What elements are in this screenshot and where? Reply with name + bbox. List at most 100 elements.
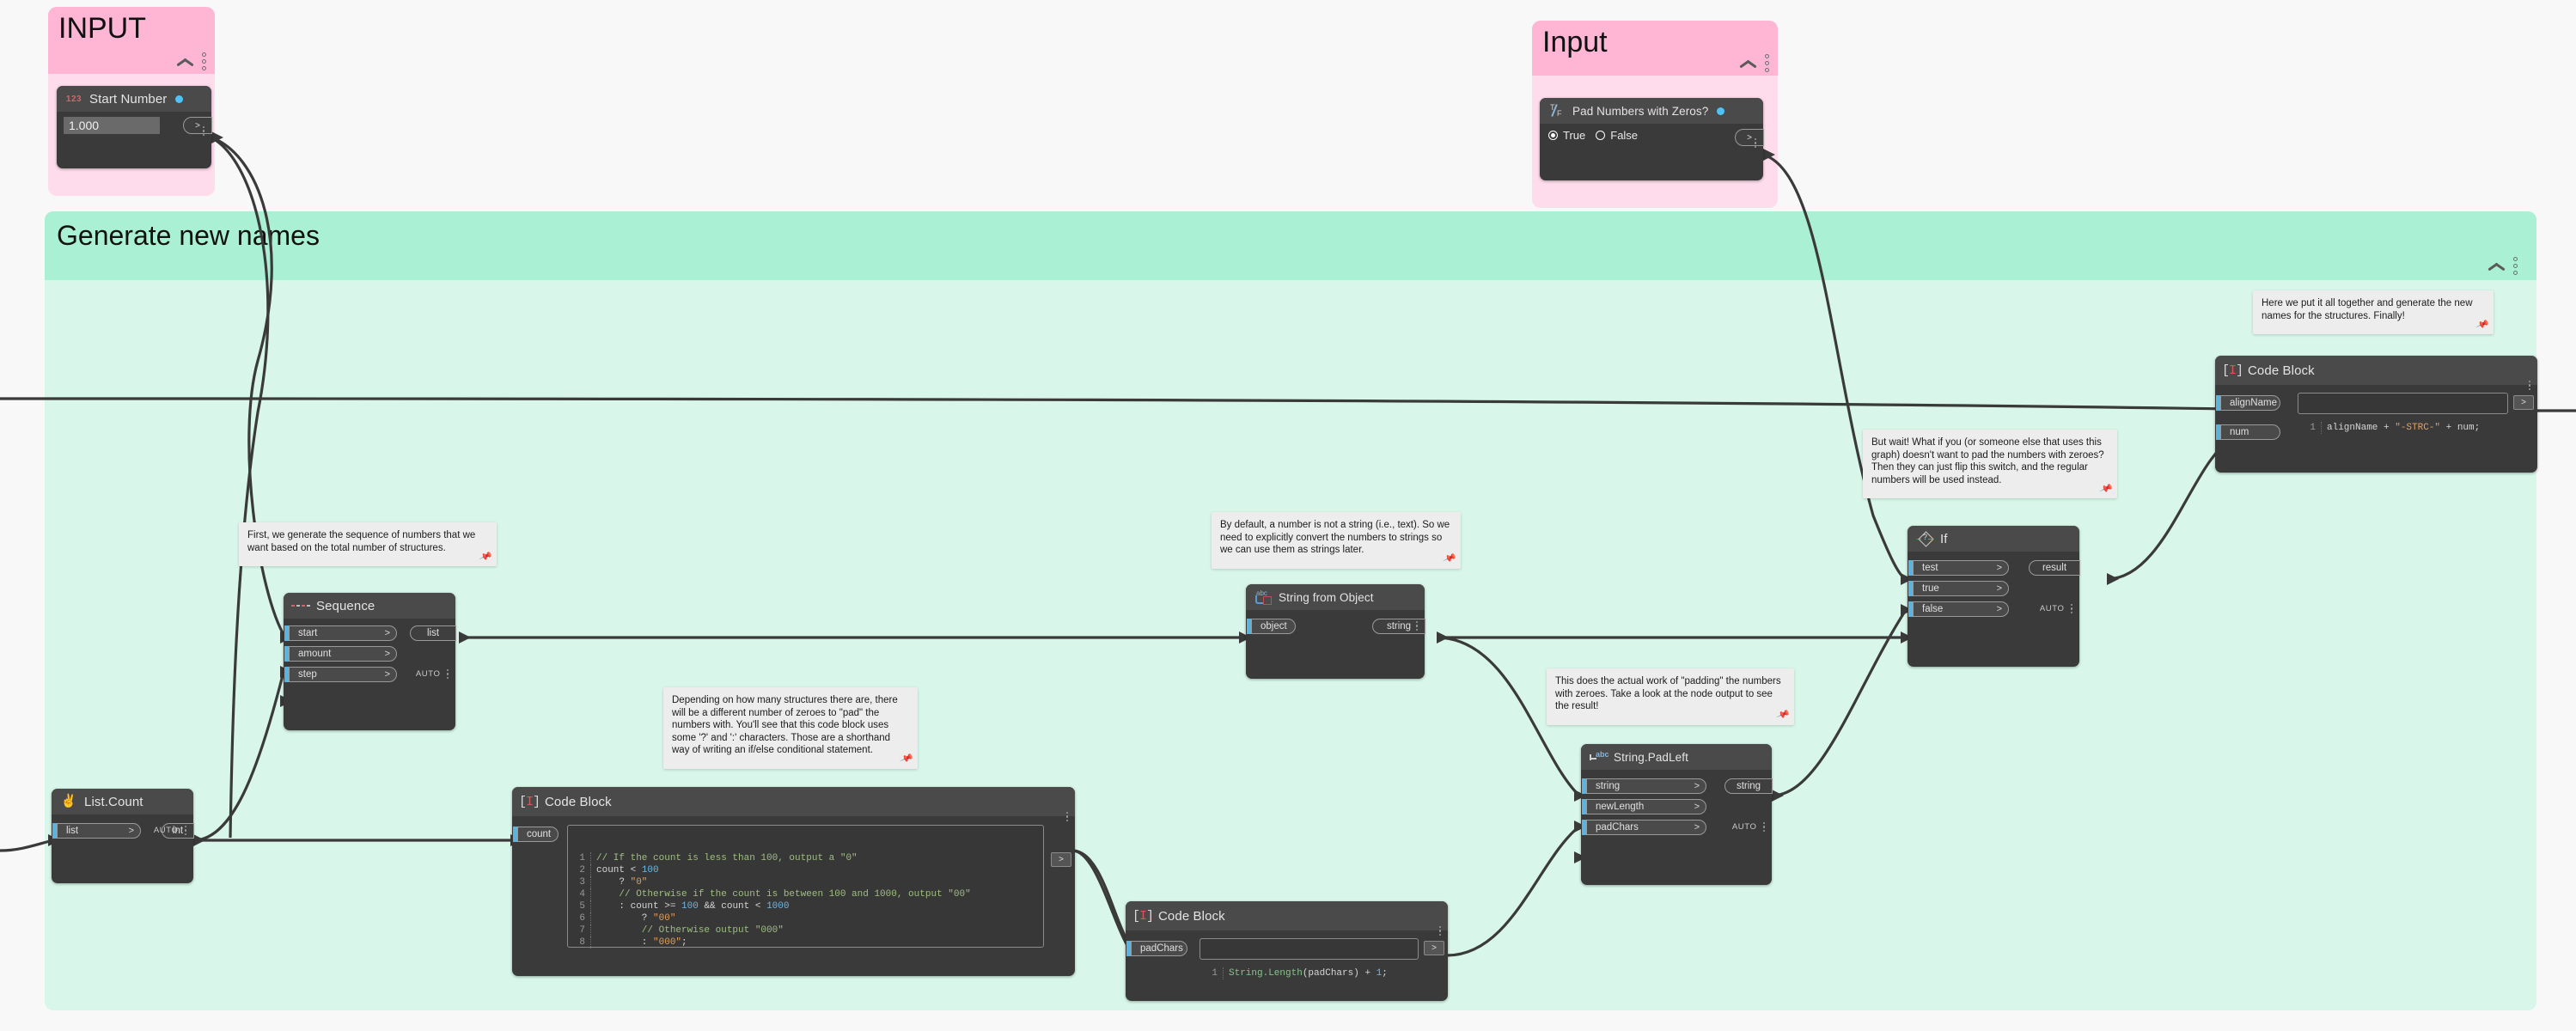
group-title-bar[interactable]: INPUT xyxy=(48,7,215,74)
node-header[interactable]: [I] Code Block xyxy=(512,787,1075,816)
note-final[interactable]: Here we put it all together and generate… xyxy=(2253,290,2494,334)
note-padleft[interactable]: This does the actual work of "padding" t… xyxy=(1547,668,1794,725)
node-menu-icon[interactable] xyxy=(1415,620,1418,631)
output-port-value[interactable]: > xyxy=(1735,129,1764,146)
input-port-start[interactable]: start> xyxy=(284,625,397,641)
node-menu-icon[interactable] xyxy=(446,668,449,679)
pin-icon[interactable]: 📌 xyxy=(899,752,914,766)
node-menu-icon[interactable] xyxy=(1762,821,1765,832)
note-text: But wait! What if you (or someone else t… xyxy=(1871,437,2104,485)
pin-icon[interactable]: 📌 xyxy=(1775,708,1791,722)
code-line-text: : count >= 100 && count < 1000 xyxy=(596,901,790,912)
node-header[interactable]: abc String from Object xyxy=(1246,584,1425,610)
input-port-padchars[interactable]: padChars> xyxy=(1582,820,1706,835)
input-port-padchars[interactable]: padChars xyxy=(1126,941,1187,956)
note-text: This does the actual work of "padding" t… xyxy=(1555,676,1781,711)
node-menu-icon[interactable] xyxy=(2528,380,2530,390)
pin-icon[interactable]: 📌 xyxy=(1442,552,1457,565)
input-port-amount[interactable]: amount> xyxy=(284,646,397,662)
note-sequence[interactable]: First, we generate the sequence of numbe… xyxy=(239,522,497,566)
input-port-count[interactable]: count xyxy=(513,827,559,842)
input-port-num[interactable]: num xyxy=(2216,424,2280,440)
code-line-text: ? "0" xyxy=(596,877,648,888)
output-port-result[interactable]: > xyxy=(1051,852,1071,867)
port-row: true> xyxy=(1908,581,2079,596)
node-header[interactable]: Sequence xyxy=(284,593,455,619)
input-port-object[interactable]: object xyxy=(1247,619,1296,634)
group-title-bar[interactable]: Generate new names xyxy=(45,211,2536,280)
node-string-padleft[interactable]: abc String.PadLeft string> newLength> pa… xyxy=(1581,744,1773,885)
node-string-from-object[interactable]: abc String from Object object string xyxy=(1246,584,1425,679)
input-port-string[interactable]: string> xyxy=(1582,778,1706,794)
pin-icon[interactable]: 📌 xyxy=(478,549,493,564)
output-port-string[interactable]: string xyxy=(1724,778,1773,794)
lacing-label[interactable]: AUTO xyxy=(153,825,179,835)
node-menu-icon[interactable] xyxy=(184,825,186,835)
group-menu-icon[interactable] xyxy=(202,52,206,70)
pin-icon[interactable]: 📌 xyxy=(2098,481,2114,496)
input-port-test[interactable]: test> xyxy=(1908,560,2009,576)
node-header[interactable]: 123 Start Number xyxy=(57,86,211,112)
note-if[interactable]: But wait! What if you (or someone else t… xyxy=(1863,430,2117,498)
chevron-up-icon[interactable] xyxy=(1739,58,1758,69)
input-port-newlength[interactable]: newLength> xyxy=(1582,799,1706,814)
node-header[interactable]: ? If xyxy=(1908,526,2079,552)
node-menu-icon[interactable] xyxy=(1754,137,1756,148)
input-port-alignname[interactable]: alignName xyxy=(2216,395,2280,411)
radio-true[interactable] xyxy=(1548,131,1558,140)
output-port-list[interactable]: list xyxy=(410,625,456,641)
group-menu-icon[interactable] xyxy=(1765,54,1769,72)
group-title-bar[interactable]: Input xyxy=(1532,21,1778,76)
lacing-label[interactable]: AUTO xyxy=(415,668,441,679)
input-port-step[interactable]: step> xyxy=(284,667,397,682)
node-menu-icon[interactable] xyxy=(1438,925,1441,936)
node-header[interactable]: ✌ List.Count xyxy=(52,789,193,814)
boolean-radio-group[interactable]: True False xyxy=(1548,129,1763,142)
node-sequence[interactable]: Sequence start> amount> step> list AUTO xyxy=(284,593,456,730)
pin-icon[interactable]: 📌 xyxy=(2475,317,2490,332)
note-codeblock-zeros[interactable]: Depending on how many structures there a… xyxy=(663,687,918,769)
lacing-label[interactable]: AUTO xyxy=(1731,821,1757,832)
node-menu-icon[interactable] xyxy=(1065,811,1068,821)
output-port-result[interactable]: > xyxy=(1424,941,1444,955)
input-port-false[interactable]: false> xyxy=(1908,601,2009,617)
code-editor-zeros[interactable]: 1// If the count is less than 100, outpu… xyxy=(567,825,1044,949)
node-header[interactable]: abc String.PadLeft xyxy=(1581,744,1772,770)
node-header[interactable]: [I] Code Block xyxy=(2215,356,2537,385)
node-menu-icon[interactable] xyxy=(202,125,204,136)
code-line-text: ? "00" xyxy=(596,913,676,924)
node-start-number[interactable]: 123 Start Number 1.000 > xyxy=(57,86,212,168)
input-port-true[interactable]: true> xyxy=(1908,581,2009,596)
node-title: Code Block xyxy=(545,794,612,809)
code-line-number: 1 xyxy=(568,852,591,864)
radio-false[interactable] xyxy=(1596,131,1606,140)
lacing-label[interactable]: AUTO xyxy=(2039,603,2065,613)
node-menu-icon[interactable] xyxy=(2070,603,2072,613)
node-code-block-zeros[interactable]: [I] Code Block count 1// If the count is… xyxy=(512,787,1075,976)
node-header[interactable]: [I] Code Block xyxy=(1126,901,1448,930)
output-port-result[interactable]: > xyxy=(2513,395,2534,410)
node-title: Code Block xyxy=(2248,363,2315,378)
start-number-input[interactable]: 1.000 xyxy=(64,117,160,134)
output-port-string[interactable]: string xyxy=(1372,619,1425,634)
output-port-value[interactable]: > xyxy=(183,117,212,134)
node-if[interactable]: ? If test> true> false> result AUTO xyxy=(1908,526,2080,667)
node-list-count[interactable]: ✌ List.Count list> int AUTO xyxy=(52,789,194,883)
group-menu-icon[interactable] xyxy=(2513,257,2518,275)
chevron-up-icon[interactable] xyxy=(2487,260,2506,271)
input-port-list[interactable]: list> xyxy=(52,823,141,839)
node-body: count 1// If the count is less than 100,… xyxy=(512,811,1075,949)
note-string-from-object[interactable]: By default, a number is not a string (i.… xyxy=(1212,512,1461,569)
chevron-up-icon[interactable] xyxy=(176,56,195,67)
output-port-result[interactable]: result xyxy=(2029,560,2080,576)
code-line: 6 ? "00" xyxy=(568,912,1038,924)
